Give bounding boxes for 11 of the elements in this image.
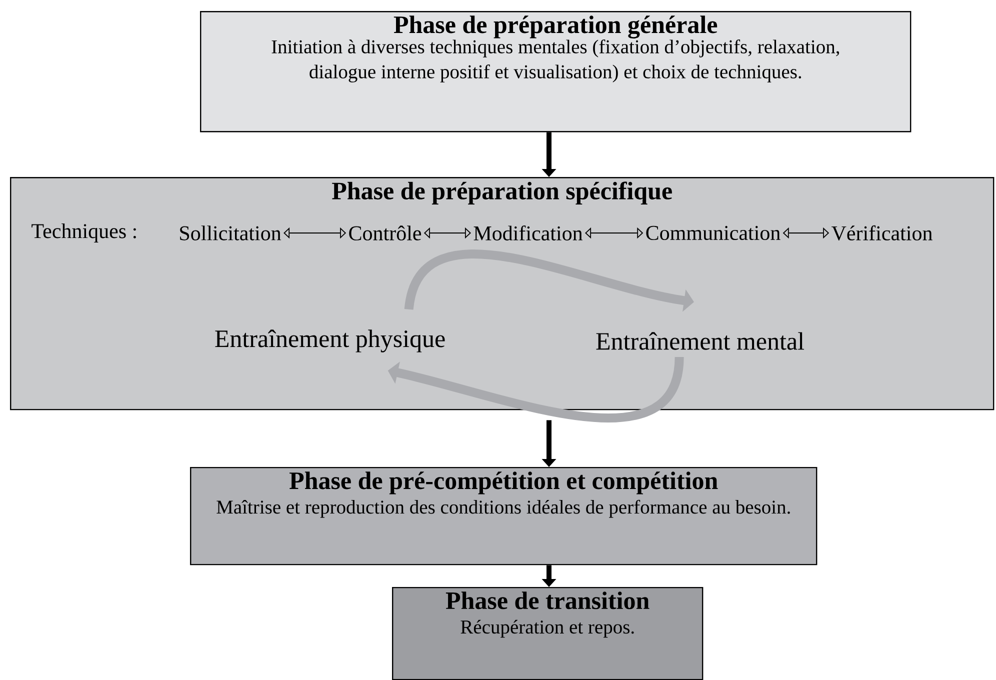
technique-label: Modification xyxy=(474,226,583,240)
training-label: Entraînement physique xyxy=(215,330,445,352)
phase-box: Phase de pré-compétition et compétition Maîtrise et reproduction des conditions idéales de performance au besoin. xyxy=(190,466,818,566)
phase-box: Phase de transition Récupération et repos. xyxy=(392,586,704,680)
technique-label: Contrôle xyxy=(349,226,422,240)
technique-label: Vérification xyxy=(832,225,932,241)
technique-label: Communication xyxy=(646,226,780,240)
label: Techniques : xyxy=(32,223,136,242)
training-label: Entraînement mental xyxy=(596,332,804,350)
technique-label: Sollicitation xyxy=(180,226,282,240)
phase-box: Phase de préparation générale Initiation à diverses techniques mentales (fixation d’objectifs, relaxation, dialogue interne positif et visualisation) et choix de techniques. xyxy=(200,11,912,132)
